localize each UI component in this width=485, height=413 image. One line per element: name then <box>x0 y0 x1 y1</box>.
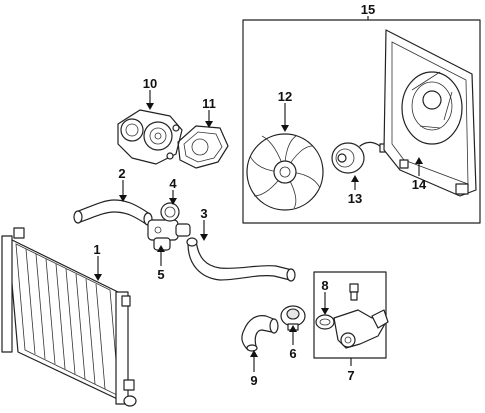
callout-3: 3 <box>200 206 207 221</box>
callout-15: 15 <box>361 2 375 17</box>
water-inlet <box>147 202 191 251</box>
lower-hose <box>186 237 296 282</box>
callout-5: 5 <box>157 267 164 282</box>
callout-14: 14 <box>412 177 427 192</box>
callout-labels: 1 2 3 4 5 6 7 8 9 10 11 12 13 14 15 <box>93 2 427 388</box>
callout-2: 2 <box>118 166 125 181</box>
temperature-sensor <box>349 283 359 301</box>
callout-6: 6 <box>289 346 296 361</box>
callout-11: 11 <box>202 96 216 111</box>
fan-motor <box>331 141 389 174</box>
callout-8: 8 <box>321 278 328 293</box>
leader-lines <box>94 16 423 372</box>
water-pump <box>117 109 183 165</box>
callout-12: 12 <box>278 89 292 104</box>
callout-9: 9 <box>250 373 257 388</box>
water-pump-gasket <box>177 125 229 169</box>
fan-shroud <box>383 29 477 197</box>
radiator <box>1 227 137 407</box>
coolant-outlet-pipe <box>241 315 279 352</box>
callout-4: 4 <box>169 176 177 191</box>
callout-1: 1 <box>93 242 100 257</box>
fan-assembly-box <box>242 19 481 224</box>
fan-blade <box>246 133 324 211</box>
upper-hose <box>73 199 153 226</box>
callout-7: 7 <box>347 368 354 383</box>
o-ring <box>315 314 335 330</box>
thermostat-housing <box>333 309 389 349</box>
callout-13: 13 <box>348 191 362 206</box>
callout-10: 10 <box>143 76 157 91</box>
